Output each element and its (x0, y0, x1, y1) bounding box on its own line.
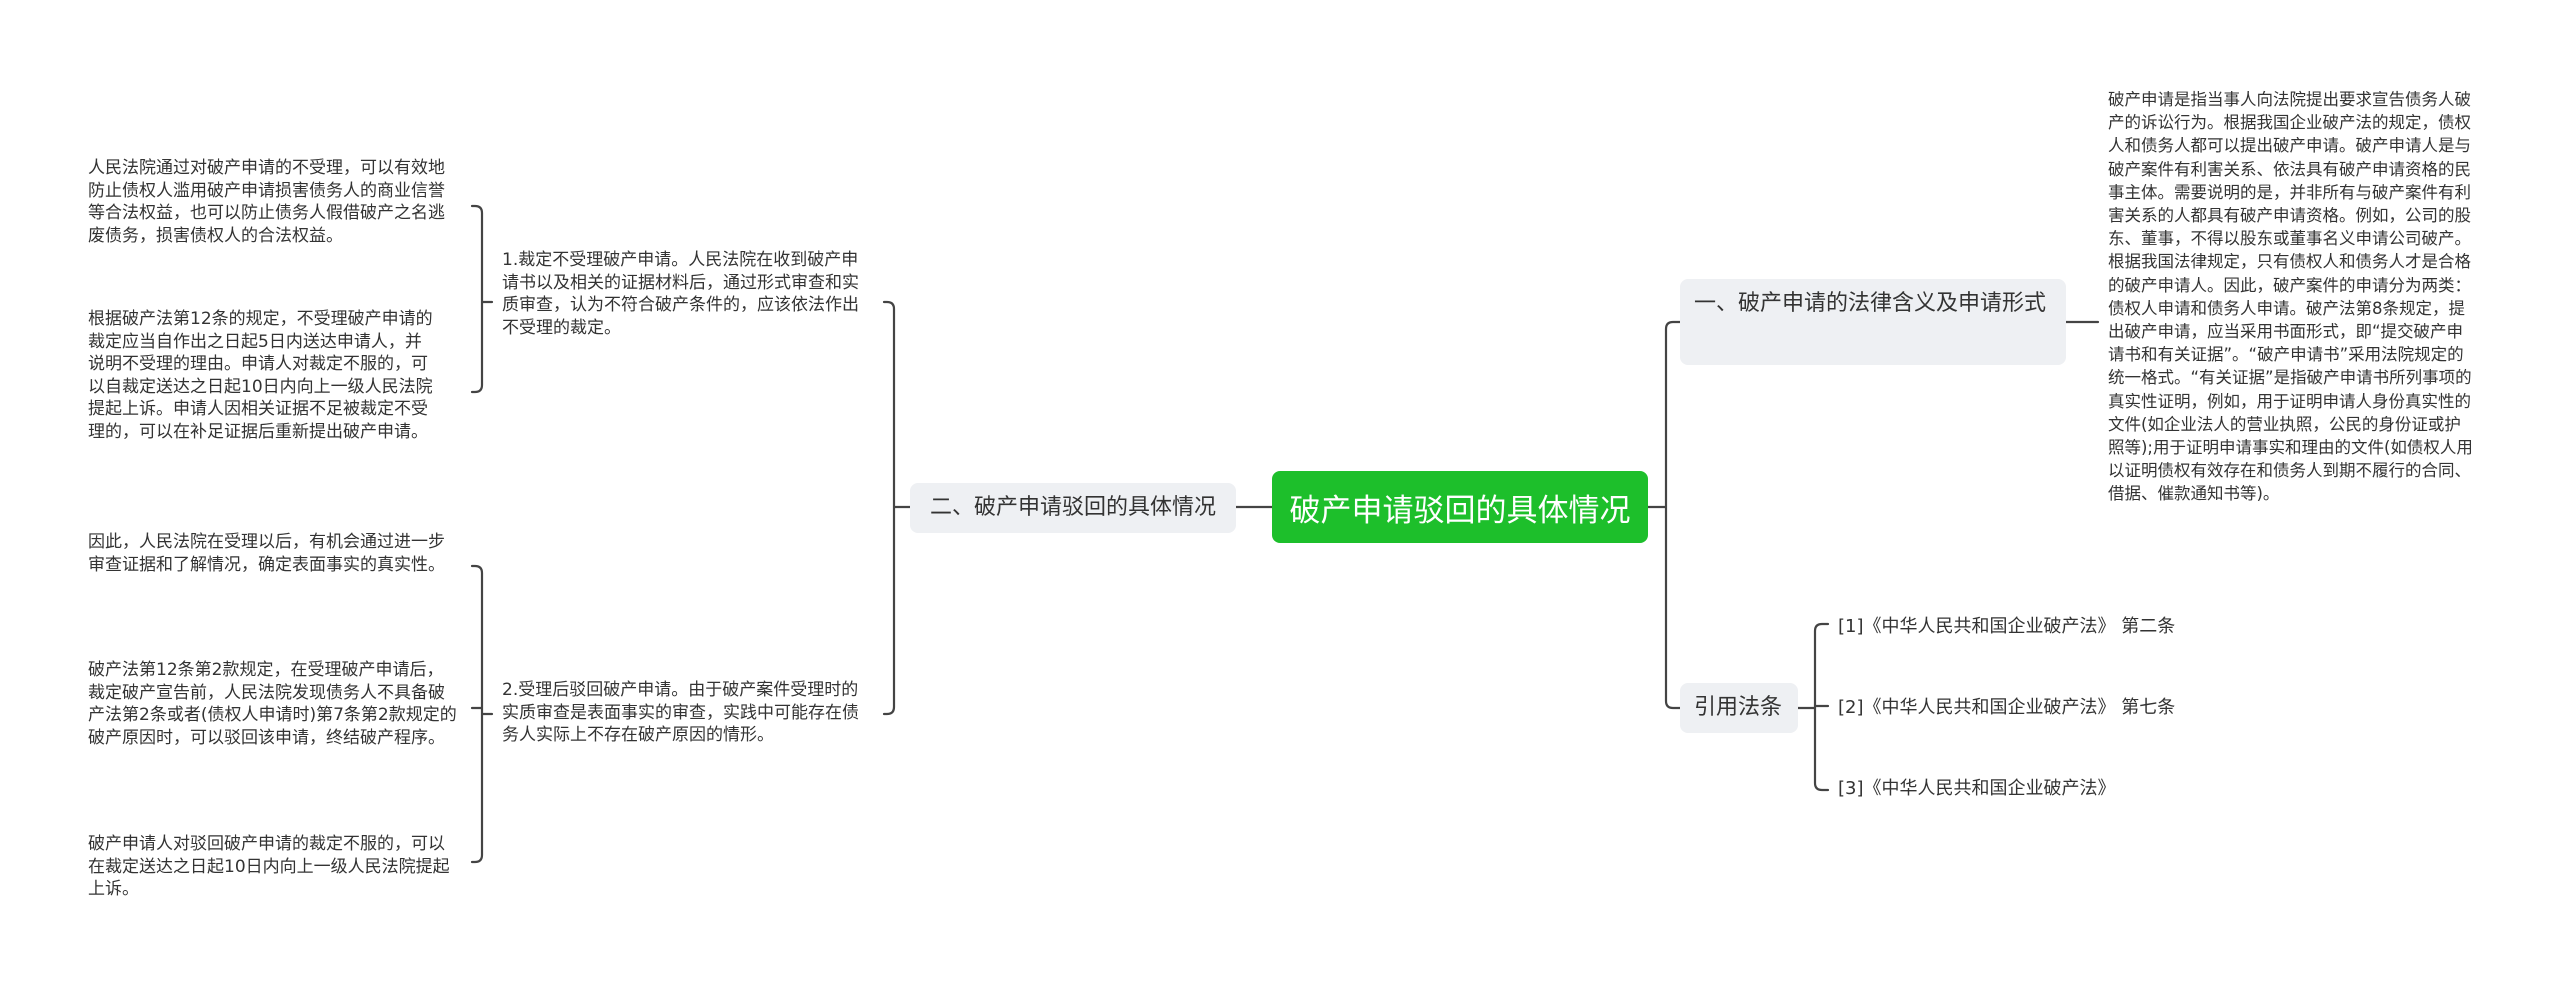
leaf-text: 破产申请人对驳回破产申请的裁定不服的，可以在裁定送达之日起10日内向上一级人民法… (88, 834, 450, 899)
root-topic[interactable]: 破产申请驳回的具体情况 (1272, 471, 1648, 543)
leaf-text: 根据破产法第12条的规定，不受理破产申请的裁定应当自作出之日起5日内送达申请人，… (88, 309, 433, 442)
leaf-text: 破产法第12条第2款规定，在受理破产申请后，裁定破产宣告前，人民法院发现债务人不… (88, 660, 457, 748)
connector-sub1-children (470, 204, 494, 394)
legal-meaning-text: 破产申请是指当事人向法院提出要求宣告债务人破产的诉讼行为。根据我国企业破产法的规… (2108, 90, 2473, 504)
citation-item[interactable]: [2]《中华人民共和国企业破产法》 第七条 (1838, 697, 2176, 718)
subtopic-rejected-after-acceptance[interactable]: 2.受理后驳回破产申请。由于破产案件受理时的实质审查是表面事实的审查，实践中可能… (502, 680, 859, 745)
connector-citations (1796, 622, 1830, 792)
citation-item[interactable]: [1]《中华人民共和国企业破产法》 第二条 (1838, 616, 2176, 637)
connector-root-right (1646, 320, 1682, 710)
connector-details-subs (882, 300, 912, 716)
branch-legal-meaning[interactable]: 一、破产申请的法律含义及申请形式 (1680, 279, 2066, 365)
connector-sub2-children (470, 564, 494, 864)
subtopic-not-accepted[interactable]: 1.裁定不受理破产申请。人民法院在收到破产申请书以及相关的证据材料后，通过形式审… (502, 250, 859, 338)
branch-citations[interactable]: 引用法条 (1680, 683, 1798, 733)
leaf-text: 因此，人民法院在受理以后，有机会通过进一步审查证据和了解情况，确定表面事实的真实… (88, 532, 445, 575)
citation-item[interactable]: [3]《中华人民共和国企业破产法》 (1838, 778, 2116, 799)
leaf-text: 人民法院通过对破产申请的不受理，可以有效地防止债权人滥用破产申请损害债务人的商业… (88, 158, 445, 246)
branch-rejection-details[interactable]: 二、破产申请驳回的具体情况 (910, 483, 1236, 533)
